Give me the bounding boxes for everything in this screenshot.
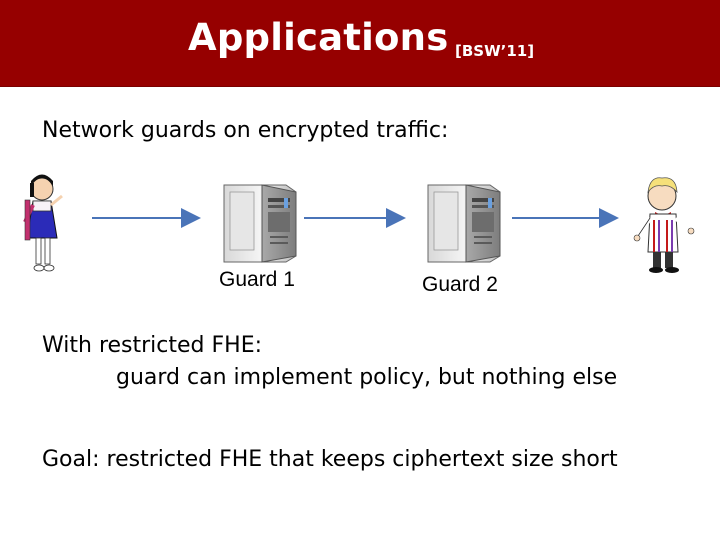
- receiver-person-icon: [633, 177, 695, 273]
- guard1-label: Guard 1: [219, 268, 295, 291]
- intro-text: Network guards on encrypted traffic:: [42, 118, 449, 143]
- restricted-fhe-heading: With restricted FHE:: [42, 333, 263, 358]
- sender-person-icon: [23, 174, 63, 272]
- guard2-label: Guard 2: [422, 273, 498, 296]
- guard2-server-icon: [427, 184, 501, 263]
- guard1-server-icon: [223, 184, 297, 263]
- slide-title: Applications: [188, 16, 449, 59]
- citation: [BSW’11]: [455, 42, 535, 60]
- title-bar: Applications [BSW’11]: [0, 0, 720, 86]
- goal-text: Goal: restricted FHE that keeps cipherte…: [42, 447, 618, 472]
- restricted-fhe-detail: guard can implement policy, but nothing …: [116, 365, 618, 390]
